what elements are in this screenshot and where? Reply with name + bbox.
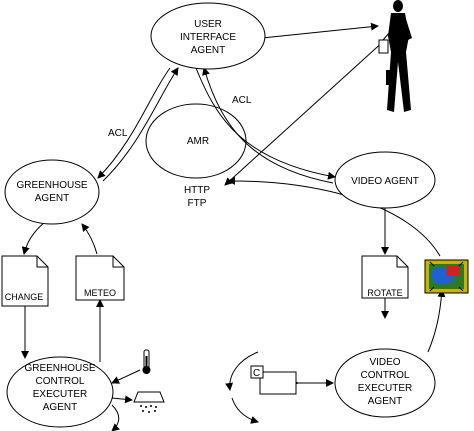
acl-right-curve-1 [195,67,336,180]
video-executer-line-1: VIDEO [369,357,400,368]
executer-monitor-connector [427,289,446,353]
meteo-greenhouse-connector [81,223,98,255]
acl-left-curve-1 [97,67,171,179]
change-label: CHANGE [5,292,44,302]
user-interface-agent-node: USER INTERFACE AGENT [150,2,266,70]
person-icon [378,0,412,112]
greenhouse-executer-arc [111,404,120,431]
greenhouse-control-executer-agent-node: GREENHOUSE CONTROL EXECUTER AGENT [6,356,114,428]
camera-label: C [253,368,260,379]
amr-label: AMR [187,136,209,147]
acl-left-curve-2 [102,67,179,182]
acl-right-curve-2 [202,67,334,184]
video-agent-label: VIDEO AGENT [351,176,419,187]
video-executer-line-4: AGENT [368,396,402,407]
greenhouse-agent-line-2: AGENT [35,193,69,204]
video-control-executer-agent-node: VIDEO CONTROL EXECUTER AGENT [334,348,436,418]
rotate-document: ROTATE [361,255,409,299]
monitor-icon [424,259,469,294]
amr-node: AMR [145,103,247,179]
video-executer-line-3: EXECUTER [358,383,412,394]
watering-can-icon [133,391,165,413]
person-http-connector [224,39,386,186]
meteo-document: METEO [75,255,125,301]
meteo-label: METEO [84,288,116,298]
ui-agent-line-3: AGENT [191,45,225,56]
ui-agent-line-2: INTERFACE [180,32,236,43]
executer-watering-connector [111,395,133,404]
camera-icon: C [250,365,297,395]
video-executer-line-2: CONTROL [361,370,410,381]
gh-executer-line-1: GREENHOUSE [24,363,95,374]
camera-rotation-arc-bottom [231,397,259,424]
gh-executer-line-2: CONTROL [36,376,85,387]
acl-left-label: ACL [108,128,128,139]
thermometer-executer-connector [111,369,141,384]
gh-executer-line-4: AGENT [43,402,77,413]
acl-right-label: ACL [232,95,252,106]
gh-executer-line-3: EXECUTER [33,389,87,400]
rotate-label: ROTATE [367,288,402,298]
ui-person-connector [254,22,379,43]
greenhouse-agent-node: GREENHOUSE AGENT [4,159,100,225]
change-document: CHANGE [1,255,49,307]
thermometer-icon [142,349,151,374]
greenhouse-change-connector [21,221,46,255]
http-label: HTTP [184,185,210,196]
greenhouse-agent-line-1: GREENHOUSE [16,180,87,191]
video-agent-node: VIDEO AGENT [334,151,436,209]
camera-rotation-arc-top [225,351,259,391]
ftp-label: FTP [188,198,207,209]
ui-agent-line-1: USER [194,19,222,30]
